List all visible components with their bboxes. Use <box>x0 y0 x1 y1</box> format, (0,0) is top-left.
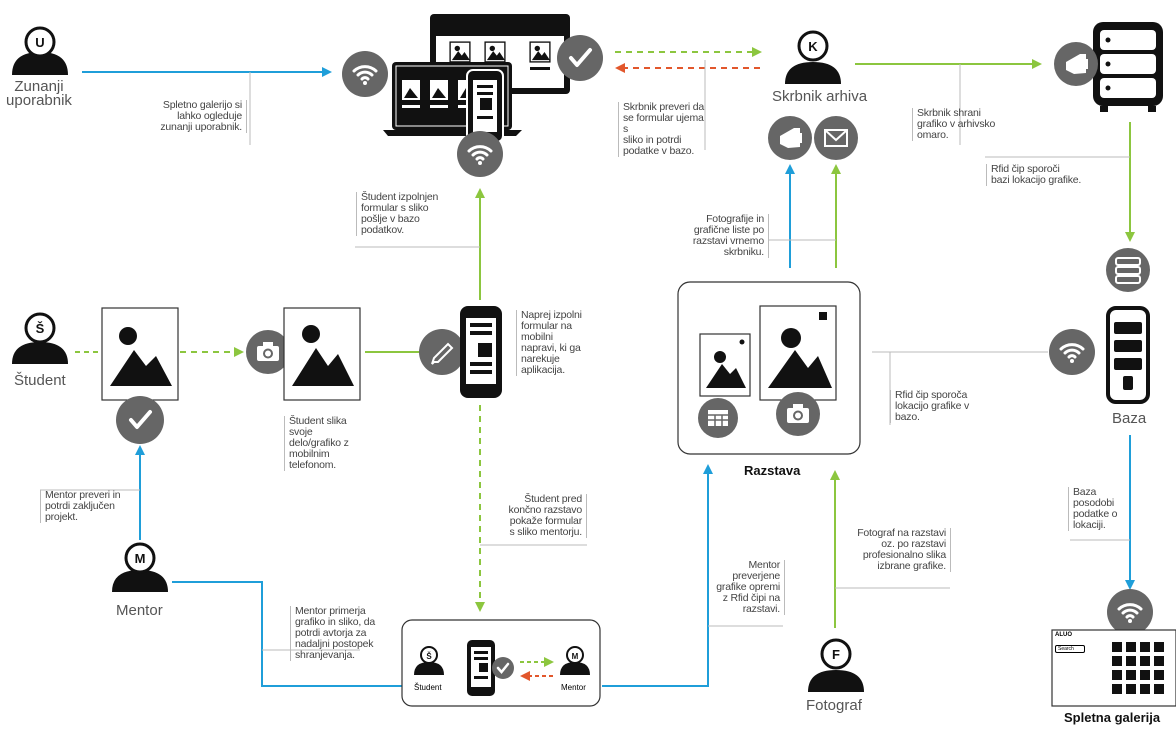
camera-icon <box>246 330 290 374</box>
role-student: Š <box>12 312 68 364</box>
person-icon <box>808 638 864 692</box>
person-icon <box>560 646 590 675</box>
person-icon <box>112 542 168 592</box>
person-icon <box>785 30 841 84</box>
wifi-icon <box>1107 589 1153 635</box>
role-name-student: Študent <box>14 372 66 389</box>
check-icon <box>116 396 164 444</box>
role-name-archivist: Skrbnik arhiva <box>772 88 868 105</box>
role-external-user: U <box>12 26 68 75</box>
database-icon <box>1106 248 1150 292</box>
person-icon <box>12 26 68 75</box>
review-badge-m: M <box>572 652 579 661</box>
web-gallery-label: Spletna galerija <box>1064 710 1161 725</box>
exhibition-label: Razstava <box>744 463 801 478</box>
person-icon <box>414 646 444 675</box>
hand-icon <box>768 116 812 160</box>
server-icon <box>1093 22 1163 112</box>
role-badge-u: U <box>35 35 44 50</box>
gallery-window <box>1051 629 1176 707</box>
role-badge-k: K <box>808 39 818 54</box>
phone-icon <box>466 69 504 143</box>
phone-icon <box>467 640 495 696</box>
arrow-review-to-exhibition <box>602 464 713 687</box>
image-icon <box>449 41 471 63</box>
gallery-search-box: Search <box>1055 645 1085 653</box>
image-icon <box>484 41 506 63</box>
artwork-card <box>101 307 179 401</box>
role-name-external-user: Zunanji uporabnik <box>6 78 72 109</box>
exhibition-box <box>677 281 861 455</box>
web-devices <box>342 14 603 177</box>
hand-icon <box>1054 42 1098 86</box>
role-badge-m: M <box>135 551 146 566</box>
check-icon <box>492 657 514 679</box>
review-student-label: Študent <box>414 683 442 692</box>
envelope-icon <box>814 116 858 160</box>
role-badge-f: F <box>832 647 840 662</box>
role-badge-s: Š <box>36 321 45 336</box>
check-icon <box>557 35 603 81</box>
person-icon <box>12 312 68 364</box>
database-label: Baza <box>1112 410 1147 427</box>
image-icon <box>529 41 551 63</box>
connectors <box>40 47 1135 687</box>
gallery-grid-icon <box>1112 642 1164 694</box>
wifi-icon <box>457 131 503 177</box>
barcode-icon <box>698 398 738 438</box>
role-photographer: F <box>808 638 864 692</box>
review-box: Š M <box>401 619 601 707</box>
wifi-icon <box>1049 329 1095 375</box>
role-name-mentor: Mentor <box>116 602 163 619</box>
rfid-tag-icon <box>1106 306 1150 404</box>
phone-icon <box>460 306 502 398</box>
gallery-logo: ALUO <box>1055 632 1072 638</box>
role-archivist: K <box>768 30 858 160</box>
pencil-icon <box>419 329 465 375</box>
review-badge-s: Š <box>426 652 432 661</box>
camera-icon <box>776 392 820 436</box>
wifi-icon <box>342 51 388 97</box>
review-mentor-label: Mentor <box>561 683 586 692</box>
line-mentor-to-review <box>172 581 402 687</box>
role-name-photographer: Fotograf <box>806 697 862 714</box>
photo-card <box>283 307 361 401</box>
role-mentor: M <box>112 542 168 592</box>
